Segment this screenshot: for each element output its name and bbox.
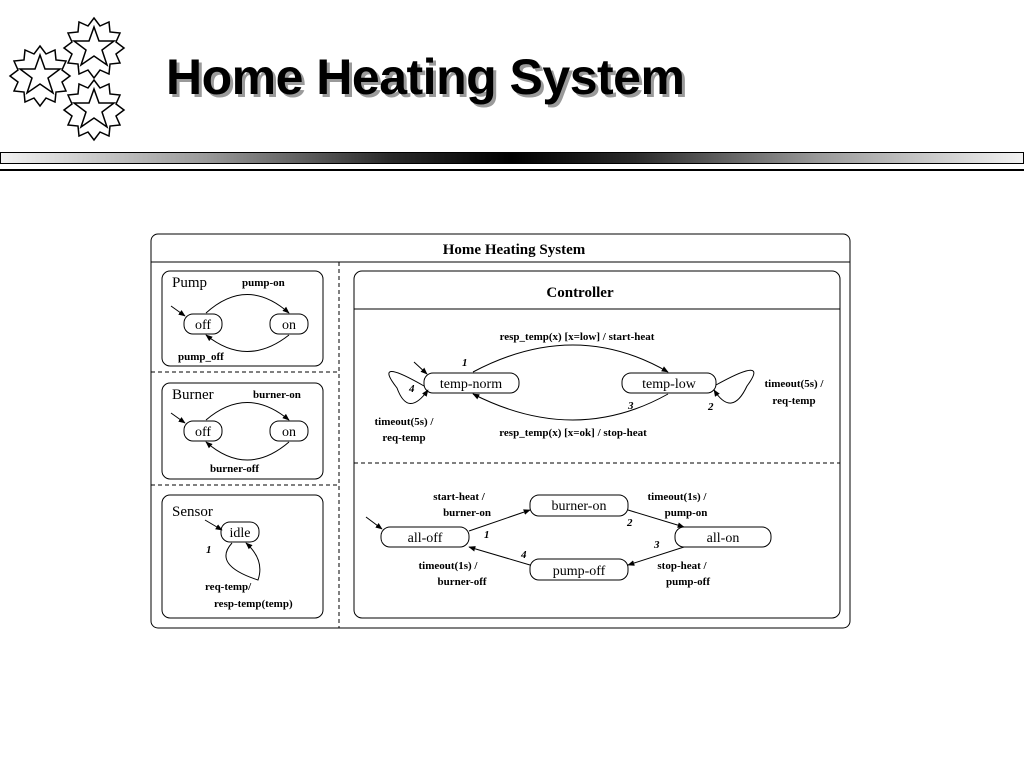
top-num-3: 3 [627, 400, 634, 412]
stop-heat-label: resp_temp(x) [x=ok] / stop-heat [499, 427, 647, 439]
pump-box [161, 270, 324, 367]
timeout-burner-off-2: burner-off [437, 576, 486, 588]
burner-default-arrow [170, 412, 186, 424]
bottom-num-1: 1 [484, 529, 490, 541]
burner-on-state-label: burner-on [552, 499, 607, 514]
burner-name: Burner [172, 387, 214, 403]
sensor-box [161, 494, 324, 619]
temp-norm-self-loop [388, 371, 429, 404]
timeout-right-2: req-temp [772, 395, 815, 407]
start-heat-event-2: burner-on [443, 507, 491, 519]
pump-on-event: pump-on [242, 277, 285, 289]
slide-title: Home Heating System [166, 49, 685, 105]
stop-heat-event-2: pump-off [666, 576, 710, 588]
temp-low-self-loop [713, 369, 755, 404]
sensor-transition-num: 1 [206, 544, 212, 556]
sensor-idle-label: idle [230, 526, 251, 541]
pump-state-off [183, 313, 223, 335]
burner-off-event: burner-off [210, 463, 259, 475]
top-num-4: 4 [408, 383, 415, 395]
pump-state-on [269, 313, 309, 335]
state-temp-norm [423, 372, 520, 394]
pump-on-transition [205, 294, 290, 314]
all-on-label: all-on [707, 531, 740, 546]
timeout-pump-on-1: timeout(1s) / [648, 491, 708, 503]
all-on-to-pump-off [627, 546, 685, 566]
state-all-on [674, 526, 772, 548]
burner-on-event: burner-on [253, 389, 301, 401]
sensor-self-loop [225, 542, 261, 581]
sensor-name: Sensor [172, 504, 213, 520]
bottom-num-3: 3 [653, 539, 660, 551]
stop-heat-transition [472, 393, 669, 421]
all-off-to-burner-on [468, 509, 531, 532]
all-off-default-arrow [365, 516, 383, 530]
pump-off-to-all-off [468, 546, 531, 566]
timeout-left-1: timeout(5s) / [375, 416, 435, 428]
top-num-2: 2 [707, 401, 714, 413]
state-burner-on [529, 494, 629, 517]
burner-off-transition [205, 441, 290, 461]
burner-state-off [183, 420, 223, 442]
pump-default-arrow [170, 305, 186, 317]
temp-norm-label: temp-norm [440, 377, 502, 392]
sensor-label-2: resp-temp(temp) [214, 598, 293, 610]
burner-on-transition [205, 402, 290, 421]
pump-off-label: off [195, 318, 211, 333]
temp-norm-default-arrow [413, 361, 428, 375]
bottom-num-4: 4 [520, 549, 527, 561]
stop-heat-event-1: stop-heat / [657, 560, 707, 572]
sensor-default-arrow [204, 519, 223, 531]
pump-off-state-label: pump-off [553, 564, 606, 579]
diagram-frame [150, 233, 851, 629]
title-thin-rule [0, 169, 1024, 171]
timeout-burner-off-1: timeout(1s) / [419, 560, 479, 572]
diagram-title: Home Heating System [443, 242, 586, 258]
burner-box [161, 382, 324, 480]
sensor-label-1: req-temp/ [205, 581, 252, 593]
timeout-pump-on-2: pump-on [665, 507, 708, 519]
bottom-num-2: 2 [626, 517, 633, 529]
pump-on-label: on [282, 318, 296, 333]
sensor-state-idle [220, 521, 260, 543]
controller-name: Controller [546, 285, 614, 301]
start-heat-transition [472, 344, 669, 373]
pump-off-event: pump_off [178, 351, 224, 363]
temp-low-label: temp-low [642, 377, 697, 392]
all-off-label: all-off [408, 531, 443, 546]
state-pump-off [529, 558, 629, 581]
pump-off-transition [205, 334, 290, 352]
burner-state-on [269, 420, 309, 442]
start-heat-label: resp_temp(x) [x=low] / start-heat [500, 331, 655, 343]
start-heat-event-1: start-heat / [433, 491, 486, 503]
timeout-right-1: timeout(5s) / [765, 378, 825, 390]
pump-name: Pump [172, 275, 207, 291]
state-all-off [380, 526, 470, 548]
burner-on-label: on [282, 425, 296, 440]
burner-off-label: off [195, 425, 211, 440]
timeout-left-2: req-temp [382, 432, 425, 444]
burner-on-to-all-on [627, 509, 685, 528]
top-num-1: 1 [462, 357, 468, 369]
state-temp-low [621, 372, 717, 394]
controller-box [353, 270, 841, 619]
